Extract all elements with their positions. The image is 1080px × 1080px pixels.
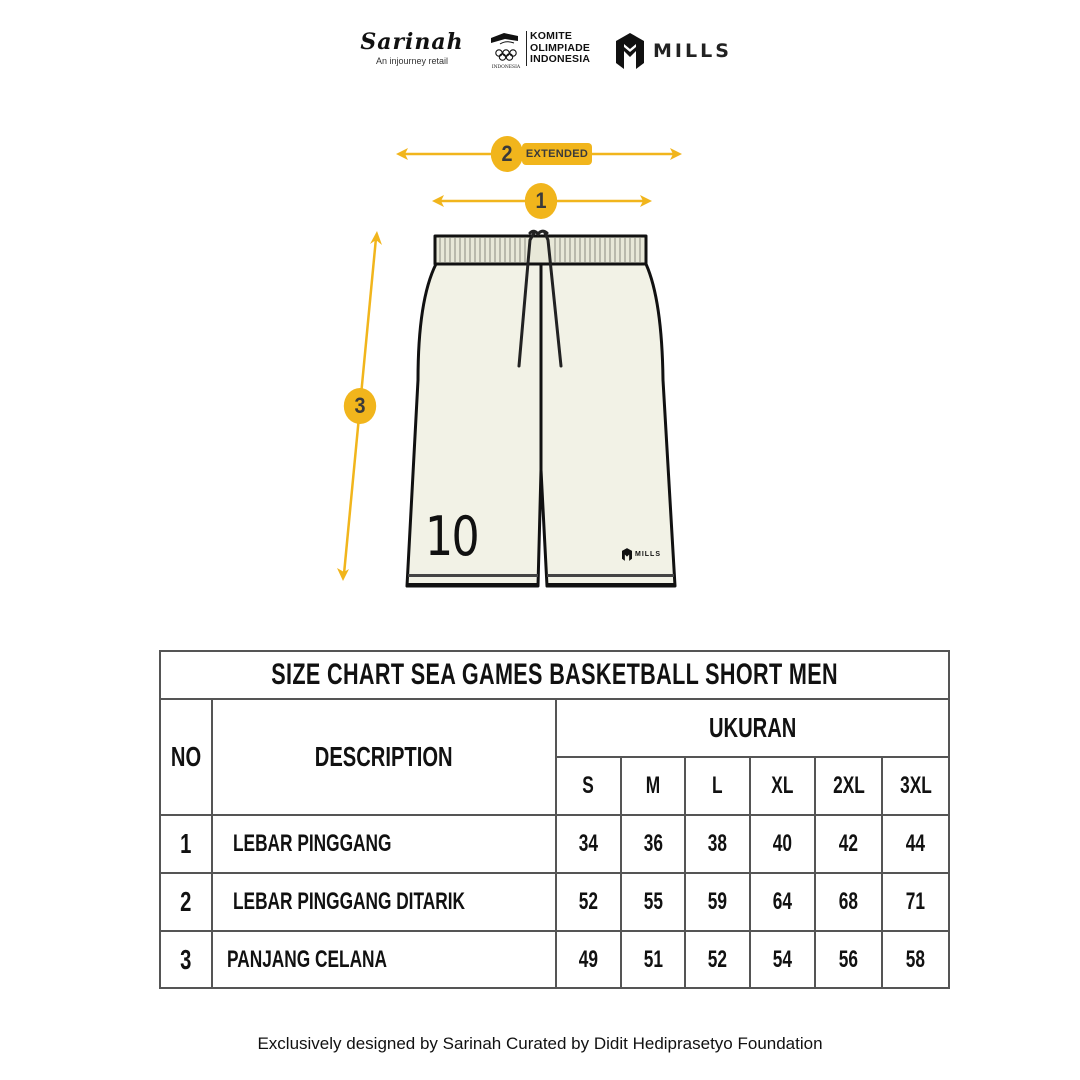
value-cell: 38 [684, 814, 752, 874]
mills-helmet-icon [616, 33, 644, 69]
olympic-rings-icon: INDONESIA [491, 33, 521, 70]
size-chart-title: SIZE CHART SEA GAMES BASKETBALL SHORT ME… [158, 650, 951, 700]
sarinah-logo: Sarinah An injourney retail [356, 30, 468, 66]
shorts-measurement-diagram: 2 EXTENDED 1 3 10 MILLS [337, 136, 682, 588]
value-cell: 58 [881, 930, 951, 989]
table-row: 1 LEBAR PINGGANG 34 36 38 40 42 44 [159, 814, 951, 874]
koi-line-3: INDONESIA [530, 53, 591, 65]
header-description: DESCRIPTION [210, 698, 558, 816]
value-cell: 42 [814, 814, 884, 874]
value-cell: 40 [749, 814, 817, 874]
row-number: 2 [159, 872, 213, 932]
mills-helmet-icon [622, 548, 632, 561]
header-ukuran: UKURAN [555, 698, 951, 758]
extended-label: EXTENDED [522, 143, 592, 165]
header-no: NO [159, 698, 213, 816]
size-header-3xl: 3XL [881, 756, 951, 816]
size-header-row: S M L XL 2XL 3XL [160, 756, 951, 816]
value-cell: 68 [814, 872, 884, 932]
mills-logo: MILLS [616, 31, 732, 71]
row-description: PANJANG CELANA [210, 930, 558, 989]
value-cell: 52 [684, 930, 752, 989]
drawstrings [517, 229, 563, 368]
size-header-s: S [555, 756, 622, 816]
koi-line-2: OLIMPIADE [530, 41, 591, 54]
arrow-waist [432, 195, 652, 207]
value-cell: 49 [555, 930, 622, 989]
value-cell: 64 [749, 872, 817, 932]
jersey-number: 10 [425, 505, 480, 568]
value-cell: 55 [619, 872, 687, 932]
value-cell: 52 [555, 872, 622, 932]
value-cell: 56 [814, 930, 884, 989]
row-number: 1 [159, 814, 213, 874]
value-cell: 71 [881, 872, 951, 932]
koi-line-1: KOMITE [530, 30, 573, 42]
table-row: 3 PANJANG CELANA 49 51 52 54 56 58 [159, 930, 951, 989]
size-chart-table: SIZE CHART SEA GAMES BASKETBALL SHORT ME… [158, 650, 951, 989]
value-cell: 51 [619, 930, 687, 989]
size-header-m: M [619, 756, 687, 816]
measurement-badge-1: 1 [524, 183, 558, 219]
footer-credit: Exclusively designed by Sarinah Curated … [257, 1034, 823, 1053]
garment-brand-mark: MILLS [622, 548, 661, 561]
table-row: 2 LEBAR PINGGANG DITARIK 52 55 59 64 68 … [159, 872, 951, 932]
arrow-length [337, 231, 382, 581]
garment-brand-text: MILLS [635, 551, 661, 558]
diagram-graphics [337, 148, 682, 588]
measurement-badge-2: 2 [490, 136, 524, 172]
value-cell: 34 [555, 814, 622, 874]
koi-logo: INDONESIA KOMITE OLIMPIADE INDONESIA [488, 30, 598, 70]
shorts-illustration [405, 234, 677, 588]
size-header-xl: XL [749, 756, 817, 816]
size-header-l: L [684, 756, 752, 816]
value-cell: 44 [881, 814, 951, 874]
partner-logos: Sarinah An injourney retail INDONESIA KO… [0, 28, 1080, 74]
mills-wordmark: MILLS [653, 40, 732, 62]
sarinah-tagline: An injourney retail [375, 56, 449, 66]
koi-wordmark: KOMITE OLIMPIADE INDONESIA [526, 30, 591, 66]
arrow-extended-waist [396, 148, 682, 160]
sarinah-wordmark: Sarinah [360, 29, 464, 55]
hem-stripes [407, 574, 676, 587]
measurement-badge-3: 3 [343, 388, 377, 424]
svg-text:INDONESIA: INDONESIA [492, 64, 521, 70]
row-number: 3 [159, 930, 213, 989]
size-header-2xl: 2XL [814, 756, 884, 816]
row-description: LEBAR PINGGANG [210, 814, 558, 874]
value-cell: 59 [684, 872, 752, 932]
value-cell: 54 [749, 930, 817, 989]
waistband-ribbing [439, 238, 641, 262]
row-description: LEBAR PINGGANG DITARIK [210, 872, 558, 932]
value-cell: 36 [619, 814, 687, 874]
